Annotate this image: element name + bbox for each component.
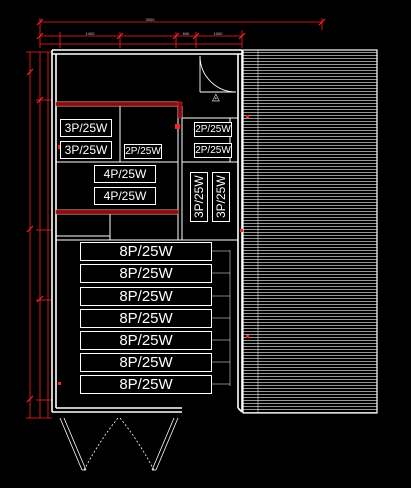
dimension-ticks [36, 18, 326, 40]
left-dimension-ticks [26, 68, 44, 403]
label-big-row-1: 8P/25W [80, 242, 212, 261]
wall-fill-segments [55, 101, 183, 215]
label-room-a-bottom: 3P/25W [60, 141, 112, 159]
dim-top-right: 1000 [213, 30, 223, 36]
dim-top-left: 1400 [85, 30, 95, 36]
left-dimension-lines [26, 51, 52, 419]
dim-top-mid: 600 [182, 30, 190, 36]
label-vertical-right: 3P/25W [212, 172, 230, 222]
label-big-row-2: 8P/25W [80, 264, 212, 283]
label-big-row-7: 8P/25W [80, 375, 212, 394]
label-room-b: 2P/25W [124, 144, 162, 159]
label-row4-top: 4P/25W [94, 165, 156, 183]
label-room-c-top: 2P/25W [194, 122, 232, 137]
label-big-row-5: 8P/25W [80, 331, 212, 350]
lighting-leaders [212, 250, 231, 386]
label-big-row-6: 8P/25W [80, 353, 212, 372]
label-big-row-3: 8P/25W [80, 287, 212, 306]
label-room-a-top: 3P/25W [60, 119, 112, 137]
dim-top-total: 3000 [145, 16, 155, 22]
door-swing [199, 55, 237, 93]
top-dimension-lines [39, 18, 323, 48]
up-arrow-symbol: ◬ [212, 92, 220, 103]
entrance-doors [59, 417, 179, 471]
hatched-deck [242, 49, 378, 414]
label-room-c-bottom: 2P/25W [194, 143, 232, 158]
label-big-row-4: 8P/25W [80, 309, 212, 328]
label-vertical-left: 3P/25W [190, 172, 208, 222]
label-row4-bottom: 4P/25W [94, 187, 156, 205]
